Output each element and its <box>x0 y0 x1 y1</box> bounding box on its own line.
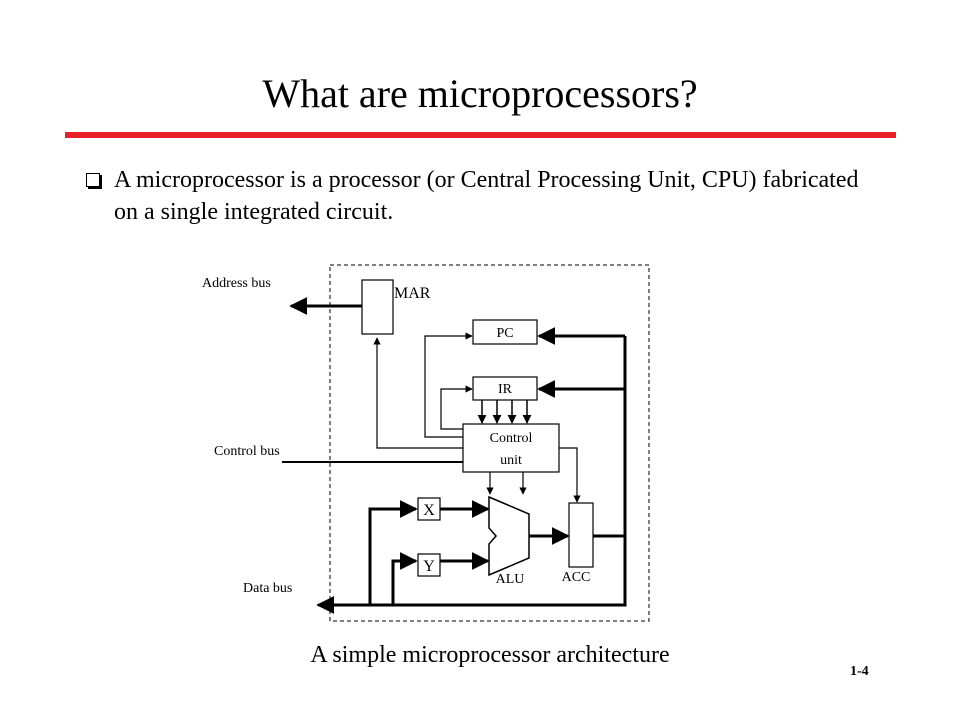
pc-label: PC <box>496 326 513 341</box>
control-bus-label: Control bus <box>214 444 280 459</box>
acc-register <box>568 502 594 568</box>
cu-to-acc-line <box>559 447 581 503</box>
pc-register <box>472 319 538 345</box>
data-bus-label: Data bus <box>243 581 292 596</box>
slide-title: What are microprocessors? <box>262 71 698 116</box>
data-bus-to-x-line <box>368 500 418 605</box>
bullet-item: A microprocessor is a processor (or Cent… <box>86 164 866 228</box>
page-number: 1-4 <box>850 664 869 679</box>
checkbox-bullet-icon <box>86 173 100 187</box>
x-label: X <box>423 502 435 519</box>
control-unit-label-line2: unit <box>500 453 522 468</box>
control-unit-label-line1: Control <box>490 431 533 446</box>
ir-register <box>472 376 538 401</box>
mar-label: MAR <box>394 285 431 302</box>
cu-to-ir-line <box>440 385 473 430</box>
address-bus-label: Address bus <box>202 276 271 291</box>
ir-label: IR <box>498 382 513 397</box>
alu-label: ALU <box>496 572 525 587</box>
cu-to-mar-line <box>373 337 463 449</box>
acc-label: ACC <box>562 570 591 585</box>
internal-data-bus <box>351 534 627 607</box>
cu-to-pc-line <box>424 332 473 438</box>
bullet-text: A microprocessor is a processor (or Cent… <box>114 167 859 225</box>
chip-boundary <box>329 264 650 622</box>
data-bus-to-y-line <box>391 552 418 605</box>
title-divider <box>65 132 896 138</box>
alu-unit <box>488 495 530 577</box>
y-register <box>417 553 441 577</box>
diagram-caption: A simple microprocessor architecture <box>310 642 670 668</box>
mar-register <box>361 279 394 335</box>
y-label: Y <box>423 558 435 575</box>
